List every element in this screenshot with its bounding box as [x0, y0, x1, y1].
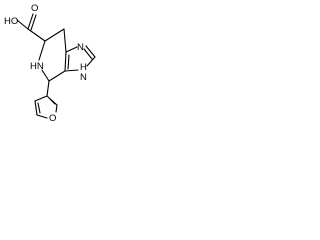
bond-ho-c — [16, 19, 29, 30]
imidazole-nh-n-label: N — [80, 72, 87, 83]
furan-oxygen-label: O — [49, 113, 56, 123]
bond-furan-o-c5 — [36, 114, 48, 119]
bond-c7-c7a — [63, 28, 67, 53]
bond-furan-c4-c3 — [34, 95, 48, 102]
bond-furan-c2-double — [49, 98, 56, 105]
bond-c-o-double-b — [30, 14, 37, 31]
bond-c2-n3 — [86, 56, 96, 67]
bond-n5-c6 — [38, 40, 46, 61]
ring-nh-label: HN — [30, 61, 44, 72]
bond-acid-c-ring — [27, 28, 46, 42]
molecule-diagram: HO O HN N H N O — [4, 3, 96, 123]
bond-c3a-c4 — [48, 70, 66, 82]
hydroxyl-label: HO — [4, 16, 18, 27]
bond-furan-c4c5-double — [37, 102, 41, 114]
bond-c4-furan — [46, 80, 50, 97]
bond-n1-c2-b — [83, 48, 93, 60]
imidazole-n-label: N — [77, 42, 84, 53]
bond-c7a-n1 — [65, 46, 78, 53]
carbonyl-oxygen-label: O — [31, 3, 38, 14]
bond-c-o-double-a — [27, 13, 34, 30]
bond-c3a-c7a-double — [67, 54, 70, 70]
bond-c6-c7 — [44, 28, 65, 42]
bond-c7a-c3a — [64, 51, 67, 72]
bond-furan-c5-c4 — [34, 100, 38, 116]
bond-n1-c2-a — [85, 45, 96, 58]
bond-c4-n5 — [41, 69, 50, 82]
bond-n3-c3a — [64, 69, 79, 72]
imidazole-nh-h-label: H — [80, 62, 87, 73]
bond-furan-c2-o — [55, 104, 58, 113]
structure-canvas: HO O HN N H N O — [0, 0, 107, 123]
